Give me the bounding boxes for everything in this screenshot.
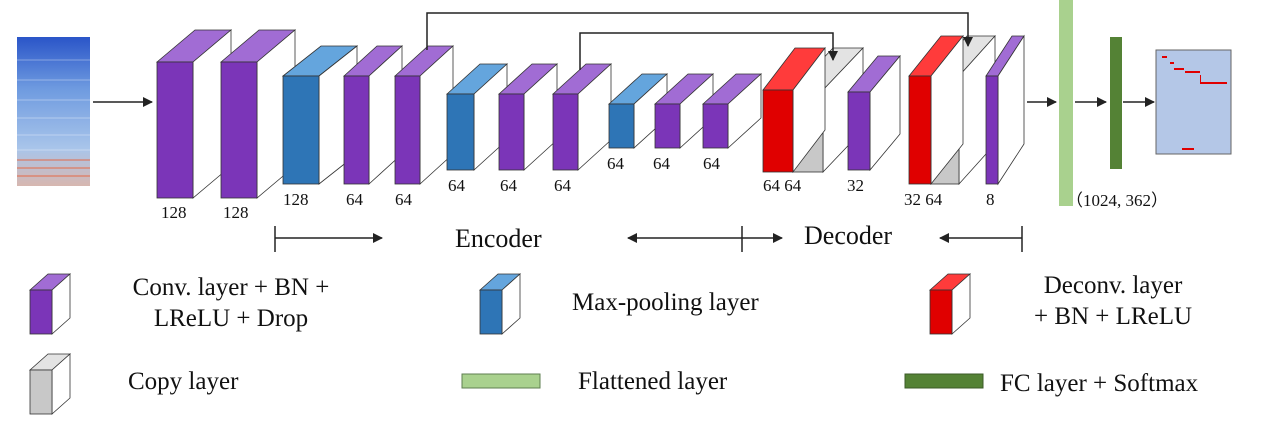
section-arrows: [274, 226, 1023, 252]
conv-layer-10: [653, 73, 715, 149]
legend-conv-icon: [28, 273, 72, 335]
conv-layer-8: [551, 63, 613, 171]
legend-pool-icon: [478, 273, 522, 335]
skip-connection-inner: [579, 32, 838, 70]
legend-copy-text: Copy layer: [128, 368, 239, 395]
layer-size-label: 64: [554, 176, 571, 195]
layer-size-label: 64: [395, 190, 412, 209]
legend-fc-icon: [904, 373, 984, 389]
layer-size-label: 32 64: [904, 190, 943, 209]
conv-layer-13: [847, 54, 901, 172]
decoder-label: Decoder: [804, 221, 893, 250]
layer-size-label: 32: [847, 176, 864, 195]
layer-stack: [155, 29, 1025, 199]
legend-deconv-line1: Deconv. layer: [1043, 272, 1183, 299]
legend-icons: [28, 273, 972, 415]
layer-size-label: 64: [653, 154, 670, 173]
input-spectrogram: [17, 37, 90, 186]
conv-layer-5: [393, 45, 455, 185]
legend-copy-icon: [28, 353, 72, 415]
conv-layer-1: [155, 29, 233, 199]
legend-deconv-icon: [928, 273, 972, 335]
conv-layer-15: [985, 34, 1025, 186]
layer-size-label: 128: [161, 203, 187, 222]
skip-connections: [426, 12, 973, 70]
legend-conv-line1: Conv. layer + BN +: [132, 274, 330, 301]
conv-layer-4: [342, 45, 404, 185]
layer-size-label: 128: [283, 190, 309, 209]
legend-conv-line2: LReLU + Drop: [153, 305, 309, 332]
deconv-layer-2: [908, 34, 964, 186]
maxpool-layer-9: [607, 73, 669, 149]
skip-connection-outer: [426, 12, 973, 50]
legend-pool-text: Max-pooling layer: [572, 289, 759, 316]
output-mask: [1155, 49, 1232, 155]
fc-layer: [1110, 37, 1122, 169]
output-shape-label: （1024, 362）: [1066, 191, 1168, 210]
maxpool-layer-6: [445, 63, 509, 171]
legend-deconv-line2: + BN + LReLU: [1033, 303, 1193, 330]
legend-conv-text: Conv. layer + BN + LReLU + Drop: [96, 272, 366, 334]
legend-flatten-icon: [461, 373, 541, 389]
layer-size-label: 64: [500, 176, 517, 195]
conv-layer-7: [497, 63, 559, 171]
legend-flatten-text: Flattened layer: [578, 368, 728, 395]
layer-size-label: 128: [223, 203, 249, 222]
deconv-layer-1: [762, 46, 826, 174]
conv-layer-11: [701, 73, 763, 149]
layer-size-label: 64 64: [763, 176, 802, 195]
layer-size-label: 64: [607, 154, 624, 173]
legend-deconv-text: Deconv. layer + BN + LReLU: [998, 270, 1228, 332]
layer-size-label: 64: [448, 176, 465, 195]
layer-size-label: 64: [346, 190, 363, 209]
layer-size-label: 8: [986, 190, 995, 209]
flattened-layer: [1059, 0, 1073, 206]
layer-size-label: 64: [703, 154, 720, 173]
legend-fc-text: FC layer + Softmax: [1000, 370, 1199, 397]
encoder-label: Encoder: [455, 224, 542, 253]
